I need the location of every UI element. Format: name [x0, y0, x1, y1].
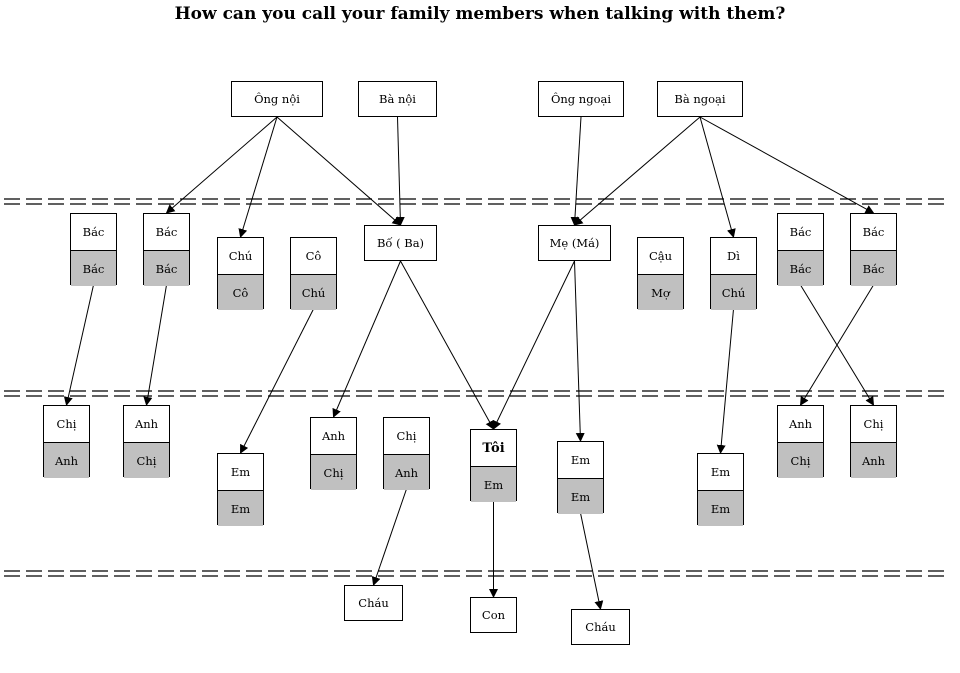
node-ba-noi: Bà nội — [358, 81, 437, 117]
node-label: Bác — [71, 214, 116, 250]
node-ba-ngoai: Bà ngoại — [657, 81, 743, 117]
node-label: Cô — [291, 238, 336, 274]
node-label: Cháu — [572, 610, 629, 644]
node-label: Bố ( Ba) — [365, 226, 436, 260]
node-reply-label: Em — [558, 478, 603, 514]
node-reply-label: Anh — [44, 442, 89, 478]
node-label: Cậu — [638, 238, 683, 274]
node-label: Bác — [144, 214, 189, 250]
node-reply-label: Em — [471, 466, 516, 502]
node-label: Anh — [778, 406, 823, 442]
node-label: Bác — [778, 214, 823, 250]
node-label: Anh — [124, 406, 169, 442]
node-ong-ngoai: Ông ngoại — [538, 81, 624, 117]
node-ong-noi: Ông nội — [231, 81, 323, 117]
node-label: Anh — [311, 418, 356, 454]
node-reply-label: Bác — [144, 250, 189, 286]
edge-bac-4-to-anh-3 — [799, 284, 874, 406]
node-label: Em — [218, 454, 263, 490]
node-reply-label: Cô — [218, 274, 263, 310]
generation-divider-1 — [4, 198, 946, 205]
edge-ba-ngoai-to-me — [573, 116, 701, 226]
node-chau-2: Cháu — [571, 609, 630, 645]
node-bo: Bố ( Ba) — [364, 225, 437, 261]
node-con: Con — [470, 597, 517, 633]
node-label: Bác — [851, 214, 896, 250]
node-reply-label: Chị — [778, 442, 823, 478]
node-reply-label: Bác — [851, 250, 896, 286]
node-reply-label: Em — [698, 490, 743, 526]
node-reply-label: Chú — [291, 274, 336, 310]
node-label: Chị — [44, 406, 89, 442]
edge-me-to-em-2 — [574, 260, 585, 442]
node-label: Bà ngoại — [658, 82, 742, 116]
edge-ba-ngoai-to-bac-4 — [699, 116, 875, 214]
node-reply-label: Chị — [124, 442, 169, 478]
edge-chi-2-to-chau-1 — [371, 488, 407, 586]
node-label: Con — [471, 598, 516, 632]
edge-bo-to-toi — [400, 260, 494, 430]
node-reply-label: Chị — [311, 454, 356, 490]
node-reply-label: Anh — [384, 454, 429, 490]
node-label: Mẹ (Má) — [539, 226, 610, 260]
edge-bo-to-anh-2 — [332, 260, 401, 418]
generation-divider-3 — [4, 570, 946, 577]
node-label: Chị — [384, 418, 429, 454]
node-label: Chú — [218, 238, 263, 274]
edge-em-2-to-chau-2 — [580, 512, 604, 610]
node-label: Em — [698, 454, 743, 490]
node-chau-1: Cháu — [344, 585, 403, 621]
edge-me-to-toi — [492, 260, 575, 430]
edge-bac-1-to-chi-1 — [63, 284, 94, 406]
node-reply-label: Chú — [711, 274, 756, 310]
edge-ong-noi-to-chu — [238, 116, 278, 238]
node-label: Ông ngoại — [539, 82, 623, 116]
node-label: Ông nội — [232, 82, 322, 116]
edge-ba-ngoai-to-di — [699, 116, 736, 238]
node-reply-label: Bác — [778, 250, 823, 286]
node-reply-label: Mợ — [638, 274, 683, 310]
page-title: How can you call your family members whe… — [174, 4, 786, 24]
node-reply-label: Anh — [851, 442, 896, 478]
edge-layer — [63, 116, 875, 610]
edge-ong-ngoai-to-me — [570, 116, 582, 226]
edge-co-to-em-1 — [240, 308, 314, 454]
node-reply-label: Bác — [71, 250, 116, 286]
edge-di-to-em-3 — [716, 308, 734, 454]
node-label: Tôi — [471, 430, 516, 466]
node-reply-label: Em — [218, 490, 263, 526]
node-label: Bà nội — [359, 82, 436, 116]
node-label: Dì — [711, 238, 756, 274]
node-me: Mẹ (Má) — [538, 225, 611, 261]
edge-ong-noi-to-bo — [276, 116, 402, 226]
node-label: Cháu — [345, 586, 402, 620]
edge-ong-noi-to-bac-2 — [165, 116, 278, 214]
edge-bac-2-to-anh-1 — [143, 284, 167, 406]
node-label: Em — [558, 442, 603, 478]
edge-ba-noi-to-bo — [395, 116, 405, 226]
node-label: Chị — [851, 406, 896, 442]
